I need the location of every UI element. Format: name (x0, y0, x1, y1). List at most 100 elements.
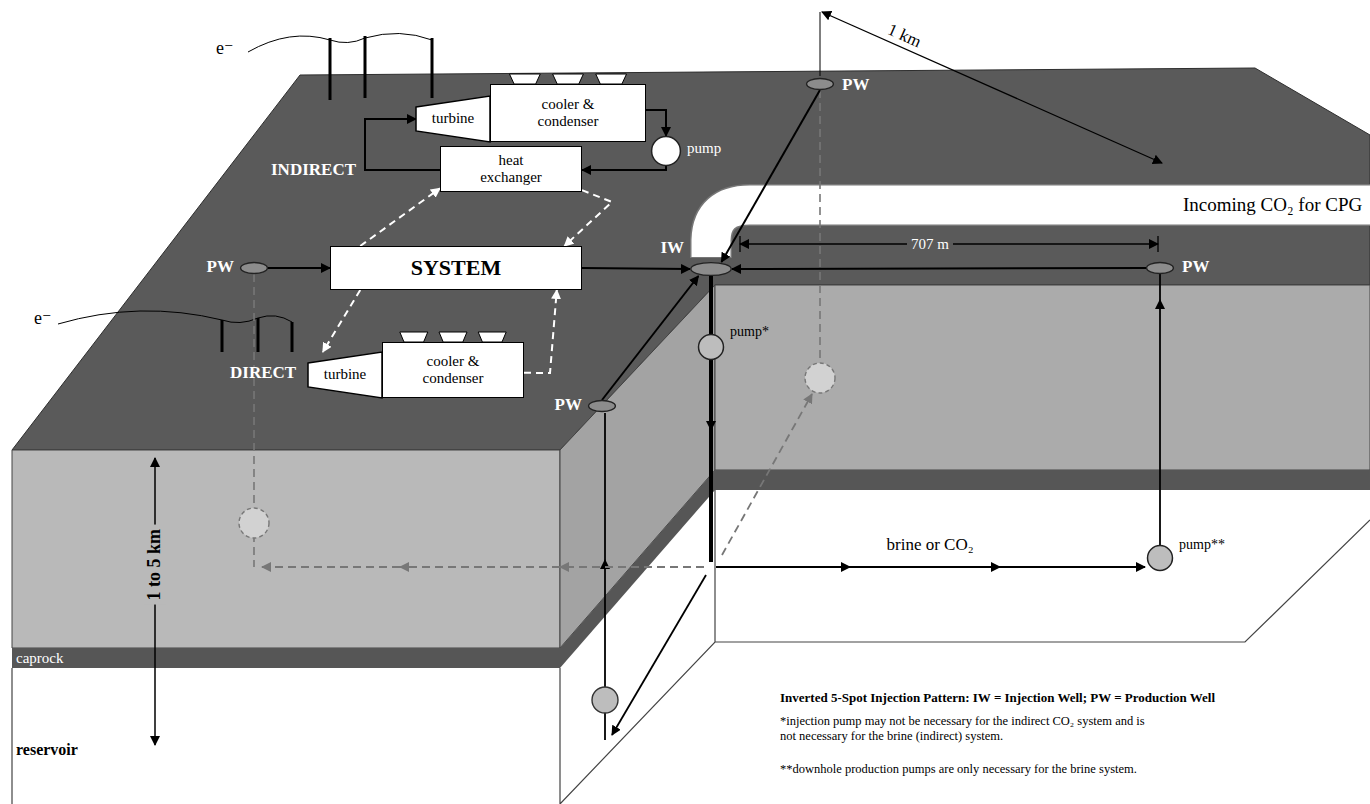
cooler-fans (383, 331, 523, 343)
flow-arrow (722, 90, 821, 262)
well-label: PW (842, 75, 869, 95)
pump-symbol-outline (698, 334, 724, 360)
flow-arrow (732, 268, 1146, 269)
production-well-outline (240, 262, 268, 274)
pump-outline (699, 335, 724, 360)
flow-arrow (646, 110, 666, 136)
system-box: SYSTEM (330, 246, 582, 290)
power-pole (222, 318, 292, 352)
cooler-box: cooler & condenser (382, 342, 524, 398)
production-well: PW (240, 262, 268, 274)
injection-well-pipe (709, 430, 713, 562)
dimension-line (822, 12, 1162, 163)
wellhead-outline (807, 78, 834, 89)
heat-exchanger-label: heat exchanger (474, 152, 548, 187)
pipe-label: Incoming CO₂ for CPG (1183, 194, 1362, 217)
electricity-symbol: e⁻ (216, 38, 234, 60)
flow-arrow (400, 566, 560, 568)
wellhead-outline (589, 400, 616, 411)
rock-face (560, 285, 715, 648)
flow-arrow (360, 188, 440, 246)
fan-symbol (553, 74, 584, 84)
wellhead-outline (241, 262, 268, 273)
dimension-label: 1 to 5 km (144, 525, 166, 605)
cooler-label: cooler & condenser (416, 353, 490, 388)
turbine-label: turbine (432, 110, 475, 127)
heat-exchanger-box: heat exchanger (440, 146, 582, 192)
flow-arrow (582, 268, 690, 269)
flow-arrow (262, 566, 400, 568)
downhole-pump (239, 508, 269, 538)
pump-symbol-outline (651, 136, 681, 166)
production-well: PW (1146, 262, 1174, 274)
production-well-pipe (819, 90, 821, 363)
electricity-symbol: e⁻ (34, 308, 52, 330)
production-well-outline (806, 78, 834, 90)
flow-arrow (1000, 566, 1145, 568)
production-well-pipe (1159, 274, 1161, 300)
turbine-symbol: turbine (416, 96, 490, 142)
turbine-outline (308, 352, 382, 398)
turbine-symbol: turbine (308, 352, 382, 398)
system-label: SYSTEM (411, 255, 501, 280)
fan-symbol (478, 332, 506, 342)
flow-arrow (560, 566, 704, 568)
loop-label: DIRECT (230, 363, 296, 383)
caprock-band (715, 470, 1370, 490)
injection-well-outline (690, 262, 732, 276)
layer-label: reservoir (16, 740, 78, 759)
production-well-outline (1146, 262, 1174, 274)
flow-arrow (612, 575, 706, 735)
turbine-outline (416, 96, 490, 142)
pump-symbol: pump (651, 136, 681, 166)
leader-line (820, 12, 821, 76)
well-label: PW (207, 257, 234, 277)
well-label: PW (555, 395, 582, 415)
pump-label: pump* (730, 324, 769, 340)
pump-label: pump** (1179, 537, 1225, 553)
cooler-label: cooler & condenser (531, 96, 605, 131)
dimension-label: 707 m (907, 235, 953, 253)
production-well: PW (806, 78, 834, 90)
flow-arrow (564, 190, 612, 246)
downhole-pump (805, 363, 835, 393)
pump-symbol-outline (1147, 545, 1173, 571)
fan-symbol (596, 74, 627, 84)
wellhead-outline (691, 263, 731, 276)
flow-label: brine or CO₂ (887, 535, 974, 555)
flow-arrow (716, 566, 850, 568)
production-well-pipe (1159, 300, 1161, 545)
caprock-band (560, 470, 715, 668)
cooler-fans (491, 73, 645, 85)
flow-arrow (323, 290, 360, 352)
flow-arrow (602, 276, 698, 400)
flow-arrow (268, 267, 330, 269)
pump-symbol: pump* (698, 334, 724, 360)
flow-arrow (722, 394, 812, 555)
caprock-band (12, 648, 560, 668)
dimension-label: 1 km (884, 20, 924, 53)
pump-symbol: pump** (1147, 545, 1173, 571)
injection-well: IW (690, 262, 732, 276)
fan-symbol (509, 74, 540, 84)
downhole-pump (592, 687, 618, 713)
cooler-box: cooler & condenser (490, 84, 646, 142)
loop-label: INDIRECT (271, 160, 356, 180)
turbine-label: turbine (324, 366, 367, 383)
well-label: IW (660, 238, 684, 258)
fan-symbol (400, 332, 428, 342)
production-well-pipe (604, 413, 606, 560)
flow-arrow (582, 166, 666, 170)
layer-label: caprock (16, 649, 63, 667)
well-label: PW (1182, 257, 1209, 277)
wellhead-outline (1147, 262, 1174, 273)
footnote: **downhole production pumps are only nec… (780, 762, 1137, 777)
flow-arrow (850, 566, 1000, 568)
footnote: *injection pump may not be necessary for… (780, 714, 1150, 744)
power-wire (248, 33, 432, 52)
